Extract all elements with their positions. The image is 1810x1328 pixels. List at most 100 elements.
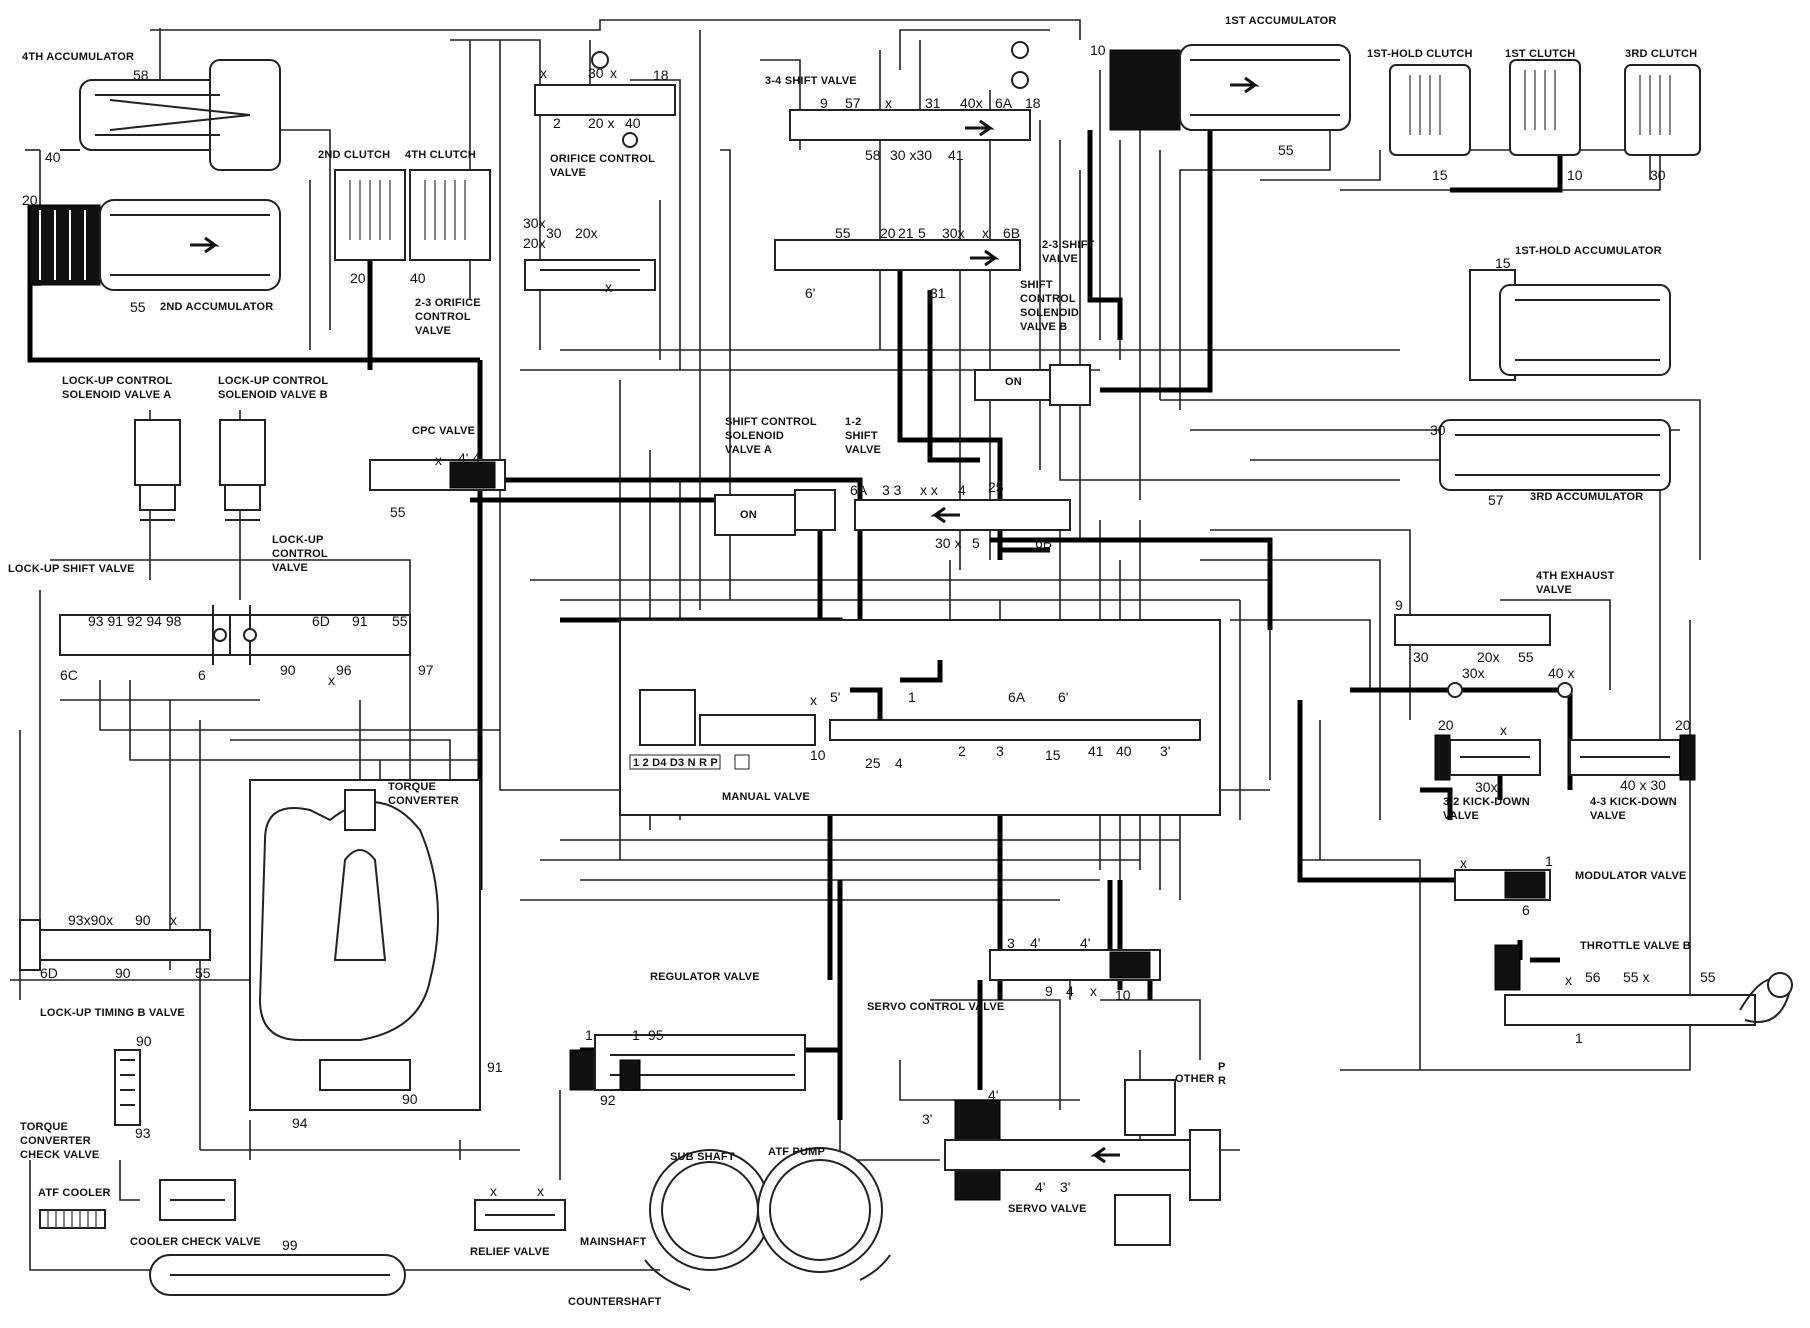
label-shift-valve-3-4: 3-4 SHIFT VALVE <box>765 75 857 87</box>
port-s23-30x: 30x <box>942 225 965 241</box>
label-lockup-solenoid-a-2: SOLENOID VALVE A <box>62 389 171 401</box>
check-ball-icon <box>591 51 609 69</box>
label-throttle-valve-b: THROTTLE VALVE B <box>1580 940 1691 952</box>
clutch-1st <box>1509 59 1581 156</box>
label-exhaust-4th-b: VALVE <box>1536 584 1572 596</box>
port-s34-40x: 40x <box>960 95 983 111</box>
port-40-clutch: 40 <box>410 270 426 286</box>
label-lockup-shift-valve: LOCK-UP SHIFT VALVE <box>8 563 135 575</box>
kickdown-valve-3-2 <box>1434 734 1541 781</box>
label-orifice-2-3: 2-3 ORIFICE <box>415 297 481 309</box>
port-lut-93: 93x90x <box>68 912 113 928</box>
label-atf-pump: ATF PUMP <box>768 1146 825 1158</box>
port-lus-x: x <box>328 672 335 688</box>
port-mv-x: x <box>810 692 817 708</box>
torque-converter <box>249 779 481 1111</box>
oil-strainer <box>149 1254 406 1296</box>
label-clutch-2nd: 2ND CLUTCH <box>318 149 390 161</box>
port-oa-20x: 20x <box>523 235 546 251</box>
throttle-valve-b <box>1494 944 1793 1026</box>
port-s34-41: 41 <box>948 147 964 163</box>
label-manual-positions: 1 2 D4 D3 N R P <box>633 757 718 769</box>
port-rl-x2: x <box>537 1183 544 1199</box>
shift-valve-1-2 <box>854 499 1071 531</box>
port-lus-93: 93 91 92 94 98 <box>88 613 182 629</box>
label-orifice-control: ORIFICE CONTROL <box>550 153 655 165</box>
port-a1-55: 55 <box>1278 142 1294 158</box>
label-accumulator-1st: 1ST ACCUMULATOR <box>1225 15 1337 27</box>
port-e4-9: 9 <box>1395 597 1403 613</box>
label-solenoid-b: SHIFT <box>1020 279 1053 291</box>
accumulator-2nd <box>29 199 281 291</box>
port-mv-40: 40 <box>1116 743 1132 759</box>
port-sv-4b: 4' <box>1035 1179 1045 1195</box>
port-oc-x2: x <box>610 65 617 81</box>
port-s34-6a: 6A <box>995 95 1013 111</box>
port-s12-6a: 6A <box>850 482 868 498</box>
servo-control-valve <box>989 949 1161 981</box>
label-orifice-2-3-b: CONTROL <box>415 311 471 323</box>
port-tc-90: 90 <box>402 1091 418 1107</box>
shift-solenoid-b <box>974 364 1091 406</box>
label-solenoid-b-3: SOLENOID <box>1020 307 1079 319</box>
label-clutch-1st-hold: 1ST-HOLD CLUTCH <box>1367 48 1473 60</box>
arrow-right-icon <box>190 236 220 254</box>
label-cooler-check-valve: COOLER CHECK VALVE <box>130 1236 261 1248</box>
port-tb-56: 56 <box>1585 969 1601 985</box>
label-solenoid-b-4: VALVE B <box>1020 321 1067 333</box>
label-exhaust-4th: 4TH EXHAUST <box>1536 570 1615 582</box>
accumulator-3rd <box>1439 419 1671 491</box>
label-regulator-valve: REGULATOR VALVE <box>650 971 760 983</box>
label-orifice-control-b: VALVE <box>550 167 586 179</box>
label-kickdown-3-2-b: VALVE <box>1443 810 1479 822</box>
port-mv-6a: 6A <box>1008 689 1026 705</box>
port-lus-96: 96 <box>336 662 352 678</box>
label-other: OTHER <box>1175 1073 1215 1085</box>
shift-solenoid-a <box>714 489 836 536</box>
label-shift-valve-2-3: 2-3 SHIFT <box>1042 239 1095 251</box>
port-lus-91: 91 <box>352 613 368 629</box>
port-mv-2: 2 <box>958 743 966 759</box>
torque-converter-check-valve <box>114 1049 141 1126</box>
port-sc-9: 9 <box>1045 983 1053 999</box>
label-shift-valve-1-2-c: VALVE <box>845 444 881 456</box>
port-s12-3: 3 3 <box>882 482 902 498</box>
port-sc-4c: 4 <box>1066 983 1074 999</box>
port-a3-57: 57 <box>1488 492 1504 508</box>
port-s34-18: 18 <box>1025 95 1041 111</box>
lockup-timing-valve <box>19 919 211 971</box>
port-mv-41: 41 <box>1088 743 1104 759</box>
port-sc-4b: 4' <box>1080 935 1090 951</box>
label-kickdown-4-3: 4-3 KICK-DOWN <box>1590 796 1677 808</box>
port-rg-95: 95 <box>648 1027 664 1043</box>
label-manual-valve: MANUAL VALVE <box>722 791 810 803</box>
exhaust-valve-4th <box>1394 614 1573 698</box>
port-oc-x: x <box>540 65 547 81</box>
port-oa-x: x <box>605 279 612 295</box>
lockup-shift-valve <box>59 605 411 665</box>
shift-valve-2-3 <box>774 239 1021 271</box>
port-s23-x: x <box>982 225 989 241</box>
label-other-r: R <box>1218 1075 1226 1087</box>
port-s23-6b: 6B <box>1003 225 1020 241</box>
port-oa-30x: 30x <box>523 215 546 231</box>
label-solenoid-a-3: VALVE A <box>725 444 772 456</box>
port-mod-6: 6 <box>1522 902 1530 918</box>
solenoid-icon <box>134 419 181 486</box>
accumulator-4th <box>60 59 281 171</box>
modulator-valve <box>1454 869 1551 901</box>
label-lockup-control: LOCK-UP <box>272 534 324 546</box>
port-mv-1: 1 <box>908 689 916 705</box>
port-rg-1b: 1 <box>632 1027 640 1043</box>
port-kd-x: x <box>1500 722 1507 738</box>
port-s34-58: 58 <box>865 147 881 163</box>
regulator-valve <box>569 1034 806 1091</box>
port-e4-30: 30 <box>1413 649 1429 665</box>
port-58: 58 <box>133 67 149 83</box>
label-accumulator-3rd: 3RD ACCUMULATOR <box>1530 491 1643 503</box>
port-s34-9: 9 <box>820 95 828 111</box>
label-solenoid-a-on: ON <box>740 509 757 521</box>
port-tb-x: x <box>1565 972 1572 988</box>
label-tc-check-valve-c: CHECK VALVE <box>20 1149 99 1161</box>
